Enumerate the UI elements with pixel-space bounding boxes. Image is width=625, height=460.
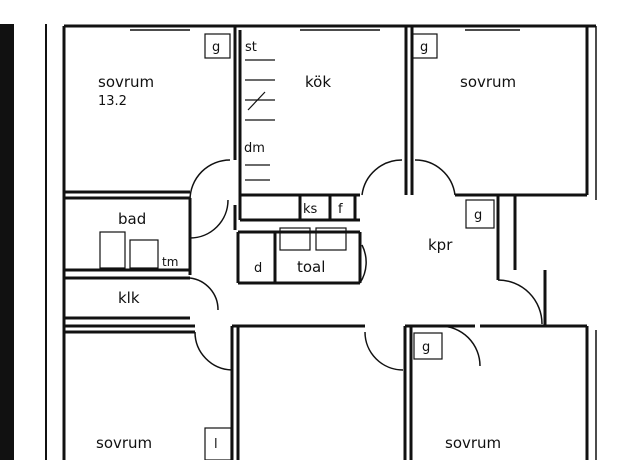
room-labels: sovrum 13.2 kök sovrum st dm ks f bad tm…: [96, 40, 516, 452]
label-toal: toal: [297, 258, 325, 276]
label-ks: ks: [303, 202, 318, 217]
label-kok: kök: [305, 73, 331, 91]
label-st: st: [245, 40, 257, 55]
label-g-2: g: [420, 40, 428, 55]
label-sovrum-bottom-right: sovrum: [445, 434, 501, 452]
door-arcs: [189, 159, 543, 371]
label-f: f: [338, 202, 343, 217]
label-g-3: g: [474, 208, 482, 223]
label-g-4: g: [422, 340, 430, 355]
label-sovrum-top-right: sovrum: [460, 73, 516, 91]
left-edge-bar: [0, 24, 14, 460]
label-l: l: [214, 437, 218, 452]
label-klk: klk: [118, 289, 140, 307]
label-tm: tm: [162, 255, 178, 269]
label-sovrum-bottom-left: sovrum: [96, 434, 152, 452]
label-dm: dm: [244, 141, 265, 156]
label-bad: bad: [118, 210, 146, 228]
label-sovrum-top-left: sovrum: [98, 73, 154, 91]
label-d: d: [254, 261, 262, 276]
label-area-top-left: 13.2: [98, 94, 127, 109]
fixtures: [99, 33, 495, 460]
label-kpr: kpr: [428, 236, 453, 254]
windows: [130, 26, 597, 460]
label-g-1: g: [212, 40, 220, 55]
walls: [62, 24, 596, 460]
